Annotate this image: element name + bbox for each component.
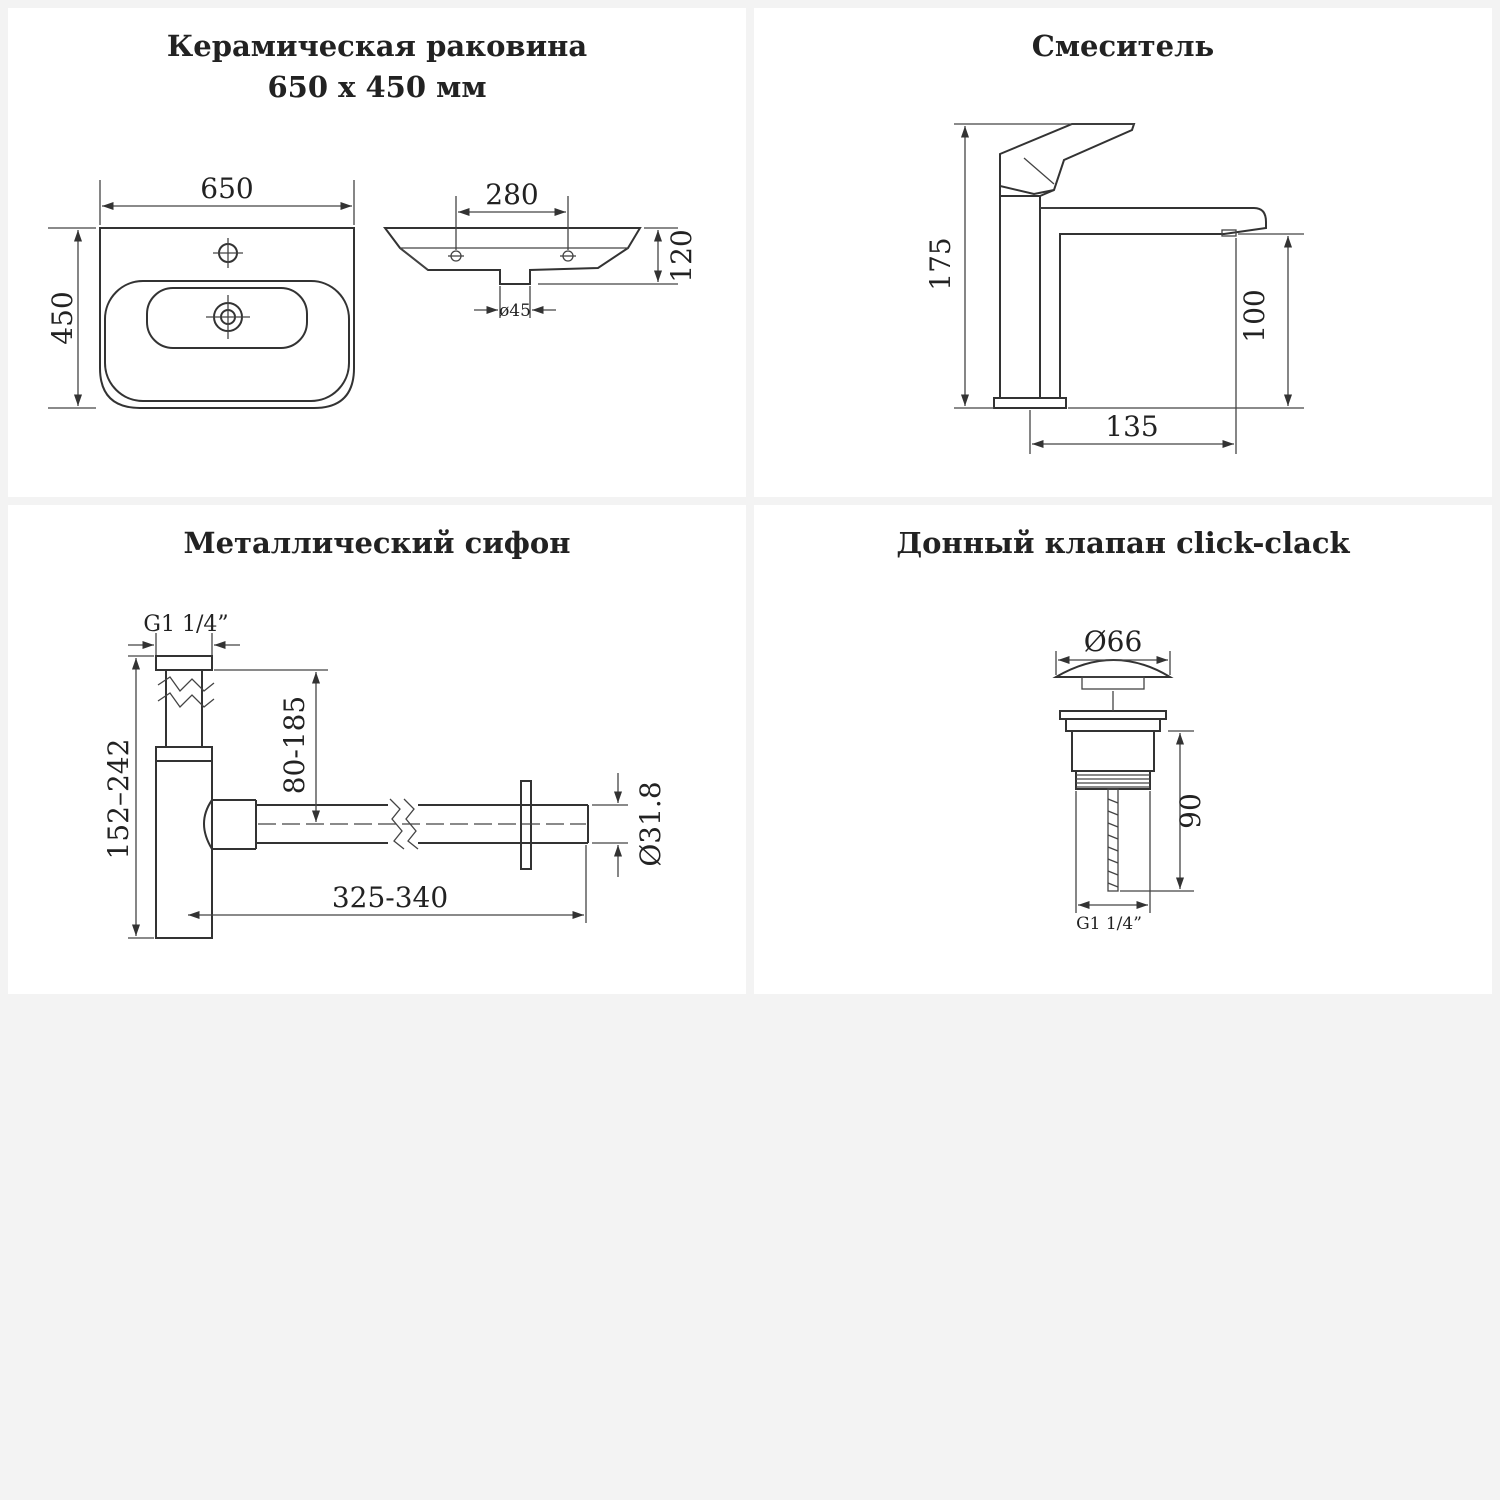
- drain-title: Донный клапан click-clack: [896, 526, 1350, 560]
- siphon-height-label: 152–242: [102, 739, 135, 860]
- panel-faucet: Смеситель 175: [754, 8, 1492, 497]
- siphon-drawing: G1 1/4” 152–242 80-185 Ø31.8 325-340: [102, 612, 667, 939]
- drain-body: [1052, 659, 1174, 892]
- faucet-drawing: 175 100 135: [924, 123, 1304, 454]
- sink-top-view: [99, 227, 355, 409]
- sink-title: Керамическая раковина 650 x 450 мм: [8, 26, 746, 108]
- sink-depth-label: 450: [46, 291, 79, 344]
- faucet-body: [993, 123, 1267, 409]
- drain-hole-icon: [206, 295, 250, 339]
- faucet-spout-height-label: 100: [1238, 289, 1271, 342]
- drain-drawing: Ø66 90 G1 1/4”: [1052, 625, 1207, 934]
- drain-thread-dimension: G1 1/4”: [1075, 791, 1151, 934]
- sink-width-label: 650: [200, 172, 253, 205]
- drain-cap-label: Ø66: [1084, 625, 1143, 658]
- sink-hole-spacing-label: 280: [485, 178, 538, 211]
- faucet-height-label: 175: [924, 237, 957, 290]
- siphon-diameter-label: Ø31.8: [634, 781, 667, 866]
- panel-click-clack-drain: Донный клапан click-clack: [754, 505, 1492, 994]
- sink-depth-dimension: 450: [46, 227, 96, 409]
- siphon-diameter-dimension: Ø31.8: [592, 773, 667, 877]
- drain-height-dimension: 90: [1120, 730, 1207, 892]
- sink-width-dimension: 650: [99, 172, 355, 225]
- siphon-thread-label: G1 1/4”: [143, 612, 228, 637]
- faucet-hole-icon: [213, 238, 243, 268]
- sink-side-view: [383, 227, 642, 285]
- drain-height-label: 90: [1174, 793, 1207, 829]
- drain-thread-label: G1 1/4”: [1076, 914, 1142, 934]
- siphon-adjust-label: 80-185: [278, 696, 311, 795]
- panel-ceramic-sink: Керамическая раковина 650 x 450 мм: [8, 8, 746, 497]
- faucet-reach-label: 135: [1105, 410, 1158, 443]
- sink-title-line2: 650 x 450 мм: [267, 70, 487, 104]
- sink-drain-dimension: ø45: [474, 286, 556, 321]
- sink-hole-spacing-dimension: 280: [455, 178, 569, 250]
- faucet-reach-dimension: 135: [1029, 238, 1237, 454]
- faucet-height-dimension: 175: [924, 123, 1134, 409]
- sink-height-label: 120: [665, 229, 698, 282]
- panel-metal-siphon: Металлический сифон: [8, 505, 746, 994]
- sink-drain-label: ø45: [499, 301, 531, 321]
- sink-title-line1: Керамическая раковина: [166, 29, 588, 63]
- siphon-thread-dimension: G1 1/4”: [128, 612, 240, 655]
- faucet-title: Смеситель: [1031, 29, 1215, 63]
- siphon-height-dimension: 152–242: [102, 655, 154, 939]
- faucet-spout-height-dimension: 100: [1068, 233, 1304, 409]
- drain-cap-dimension: Ø66: [1055, 625, 1171, 675]
- siphon-title: Металлический сифон: [183, 526, 571, 560]
- sink-drawing: 650 450 280: [46, 172, 698, 409]
- sink-height-dimension: 120: [538, 227, 698, 285]
- siphon-body: [155, 655, 589, 939]
- siphon-length-label: 325-340: [332, 881, 448, 914]
- siphon-length-dimension: 325-340: [188, 845, 587, 923]
- siphon-adjust-dimension: 80-185: [214, 669, 328, 822]
